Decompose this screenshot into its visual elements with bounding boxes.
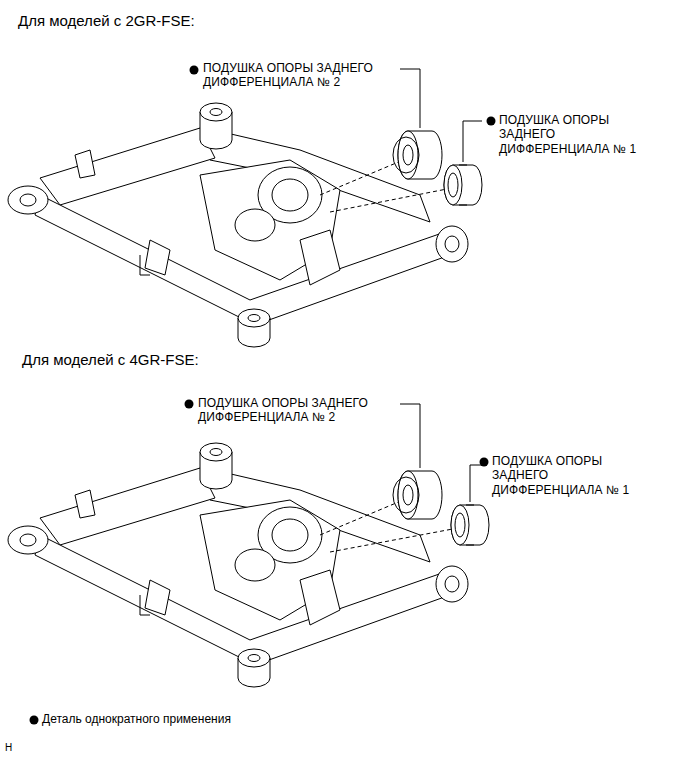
cushion-no2 xyxy=(393,131,442,179)
leader-line xyxy=(400,69,420,128)
part-name: ПОДУШКА ОПОРЫ ЗАДНЕГО ДИФФЕРЕНЦИАЛА № 2 xyxy=(203,61,398,90)
cushion-no1 xyxy=(444,165,482,205)
single-use-bullet xyxy=(185,400,194,409)
single-use-bullet xyxy=(487,117,496,126)
leader-line xyxy=(463,121,482,162)
part-name: ПОДУШКА ОПОРЫ ЗАДНЕГО ДИФФЕРЕНЦИАЛА № 1 xyxy=(499,113,649,156)
suspension-member xyxy=(8,103,468,347)
assembly-line xyxy=(330,188,452,212)
legend-bullet xyxy=(30,716,39,725)
single-use-bullet xyxy=(480,458,489,467)
part-name: ПОДУШКА ОПОРЫ ЗАДНЕГО ДИФФЕРЕНЦИАЛА № 2 xyxy=(198,396,393,425)
section-heading: Для моделей с 4GR-FSE: xyxy=(22,351,199,369)
figure-code: H xyxy=(5,742,12,754)
single-use-bullet xyxy=(190,66,199,75)
cushion-no1 xyxy=(451,505,489,545)
suspension-member xyxy=(8,443,468,687)
legend-text: Деталь однократного применения xyxy=(42,712,231,726)
leader-line xyxy=(470,465,486,502)
assembly-line xyxy=(330,528,458,552)
cushion-no2 xyxy=(393,471,442,519)
leader-line xyxy=(400,404,420,468)
section-heading: Для моделей с 2GR-FSE: xyxy=(18,12,195,30)
part-name: ПОДУШКА ОПОРЫ ЗАДНЕГО ДИФФЕРЕНЦИАЛА № 1 xyxy=(492,454,642,497)
